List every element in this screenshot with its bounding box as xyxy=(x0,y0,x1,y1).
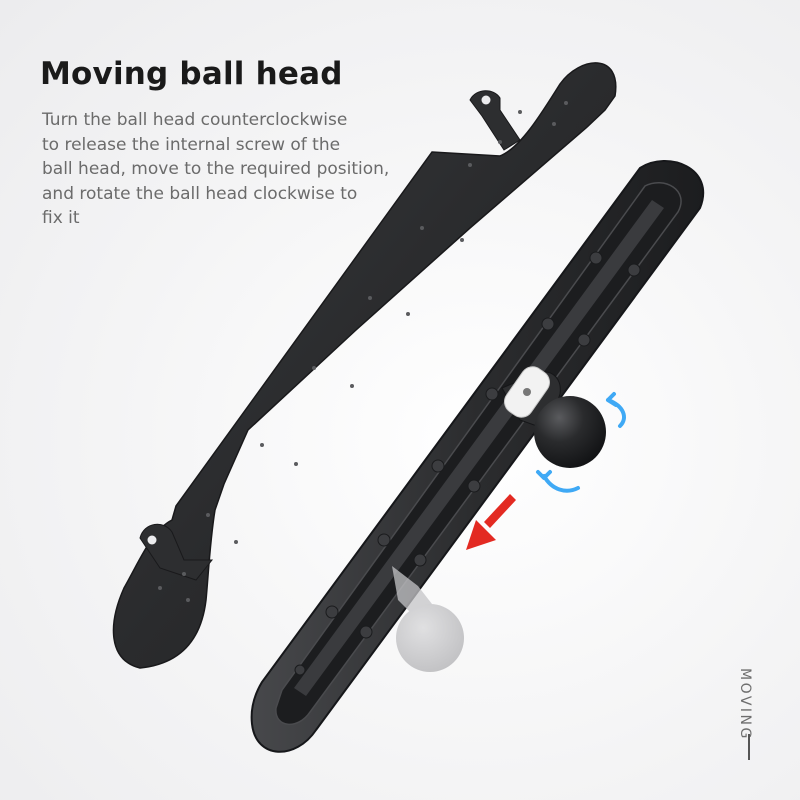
description-line: Turn the ball head counterclockwise xyxy=(42,110,348,130)
circular-arrow-icon xyxy=(536,392,626,493)
description-line: fix it xyxy=(42,208,80,228)
side-label: MOVING xyxy=(737,668,753,741)
description-line: and rotate the ball head clockwise to xyxy=(42,183,358,204)
down-arrow-icon xyxy=(466,494,516,550)
slide-rail xyxy=(250,160,705,753)
side-divider xyxy=(748,734,750,760)
description-line: to release the internal screw of the xyxy=(42,134,341,155)
page-title: Moving ball head xyxy=(40,56,343,92)
description: Turn the ball head counterclockwise to r… xyxy=(42,108,402,231)
ball-head xyxy=(501,366,606,468)
ball-head-ghost xyxy=(392,566,464,672)
mounting-plate xyxy=(112,62,617,669)
description-line: ball head, move to the required position… xyxy=(42,159,390,179)
